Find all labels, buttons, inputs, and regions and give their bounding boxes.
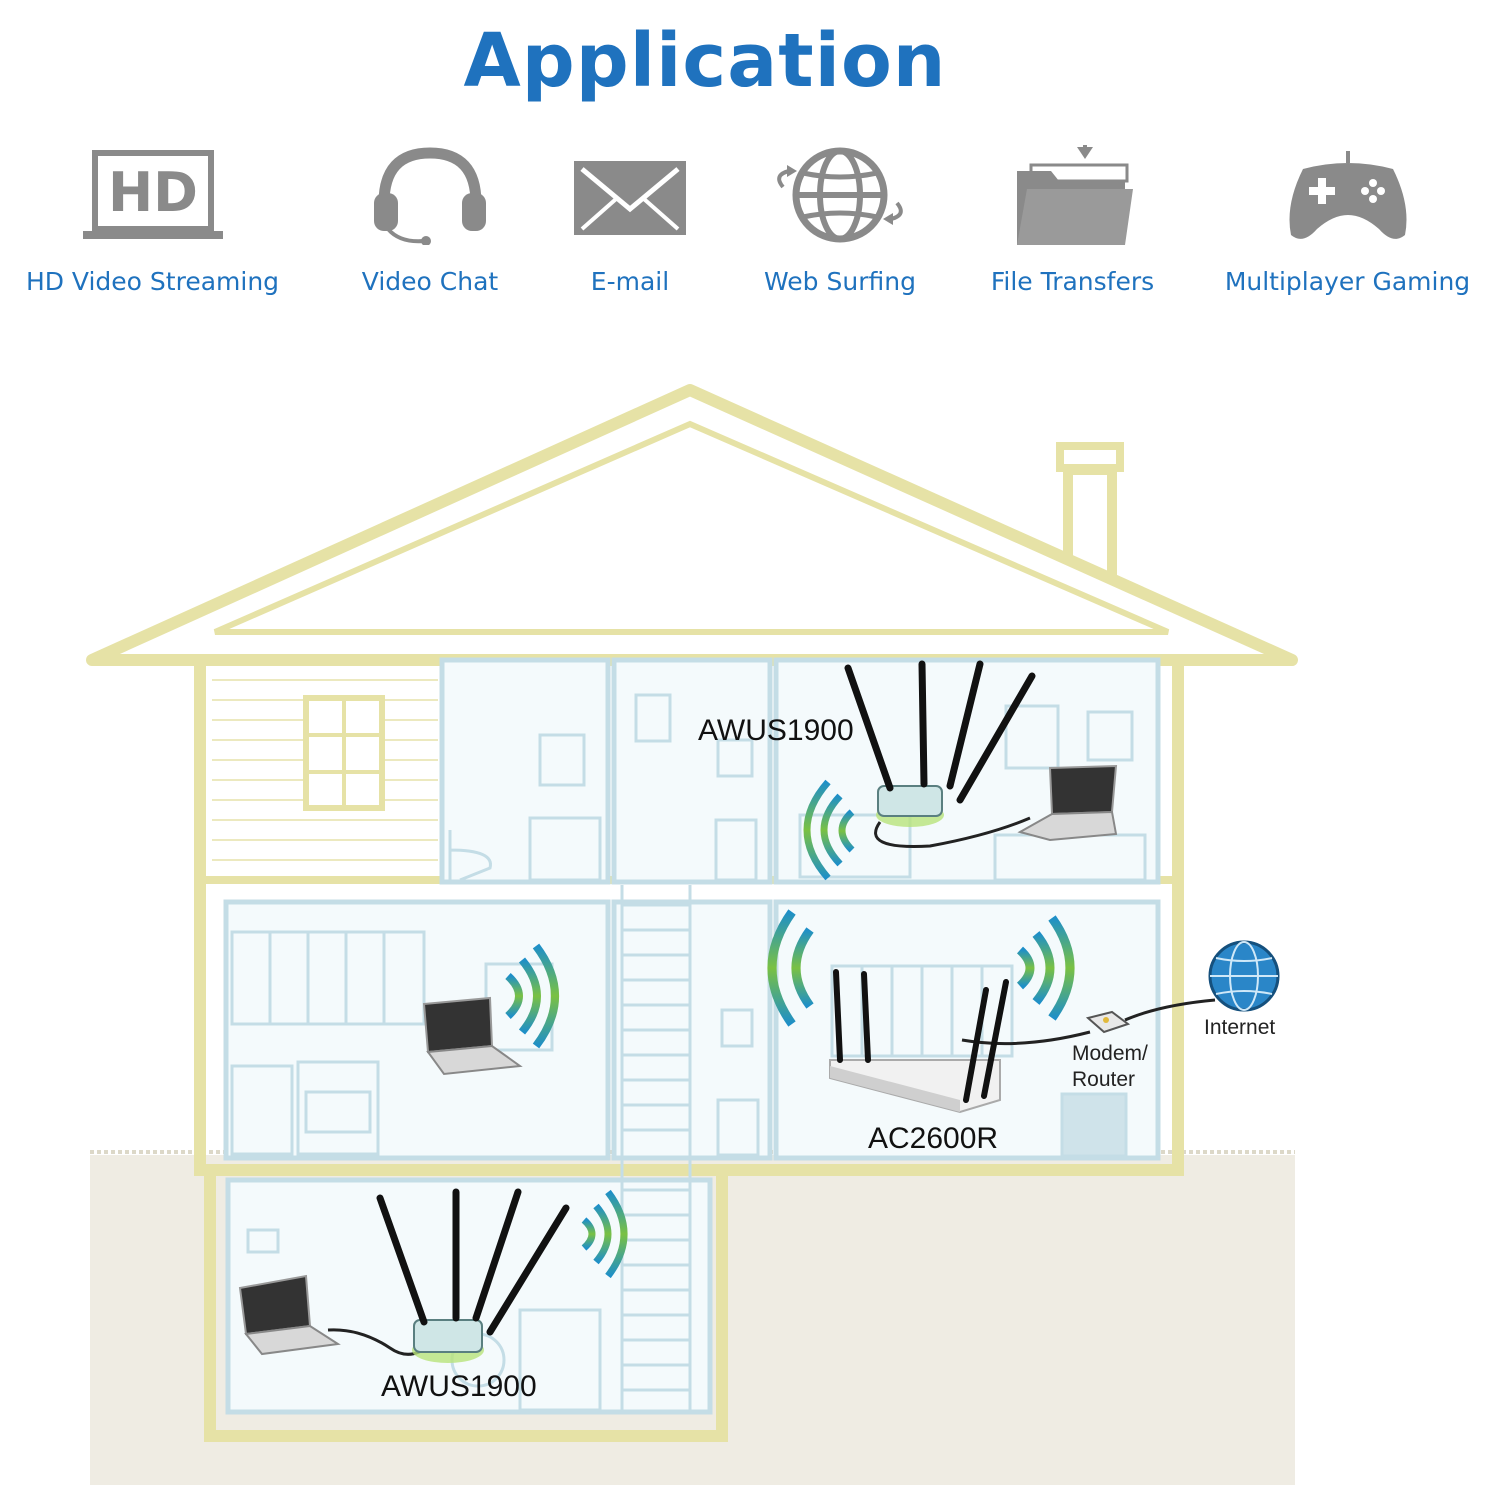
gamepad-icon [1289,151,1406,239]
envelope-icon [574,161,686,235]
ac2600r-router [829,969,1009,1114]
signal-waves-router-right [1016,915,1075,1021]
awus1900-bottom-adapter [376,1188,570,1363]
ac2600r-label: AC2600R [868,1122,999,1155]
awus1900-top-adapter [844,660,1036,827]
app-multiplayer-gaming: Multiplayer Gaming [1210,145,1485,296]
awus1900-bottom-label: AWUS1900 [381,1370,537,1403]
internet-globe-icon [1208,940,1280,1012]
staircase [620,885,692,1410]
attic-outline [213,420,1170,635]
room-hall-upper [611,657,773,885]
folder-download-icon [1016,145,1133,245]
awus1900-top-label: AWUS1900 [698,714,854,747]
room-bathroom [439,657,611,885]
laptop-kitchen [422,996,523,1076]
cable-modem-internet [1124,998,1216,1022]
app-label: E-mail [590,267,670,296]
signal-waves-top [803,779,855,881]
app-label: HD Video Streaming [25,267,280,296]
modem-router-device [1085,1010,1131,1034]
signal-waves-kitchen [505,943,559,1049]
cable-top [874,816,1031,848]
page-title: Application [463,18,947,104]
app-hd-video-streaming: HD HD Video Streaming [10,145,295,296]
hd-icon: HD [82,150,223,239]
app-label: Web Surfing [764,267,916,296]
signal-waves-router-left [767,909,814,1027]
app-email: E-mail [560,145,700,296]
internet-label: Internet [1204,1016,1276,1039]
laptop-bedroom [1017,764,1118,842]
app-file-transfers: File Transfers [975,145,1170,296]
app-web-surfing: Web Surfing [745,145,935,296]
laptop-basement [238,1274,341,1356]
app-label: Video Chat [361,267,499,296]
modem-label-line2: Router [1072,1068,1136,1091]
hd-icon-text: HD [107,161,197,224]
modem-label-line1: Modem/ [1072,1042,1148,1065]
app-label: File Transfers [990,267,1155,296]
app-label: Multiplayer Gaming [1224,267,1471,296]
house-network-diagram [86,384,1298,1485]
basement-walls [204,1172,728,1442]
headset-icon [374,147,486,245]
room-hall-lower [611,899,773,1161]
app-video-chat: Video Chat [330,145,530,296]
signal-waves-basement [581,1189,628,1279]
globe-icon [777,147,903,243]
